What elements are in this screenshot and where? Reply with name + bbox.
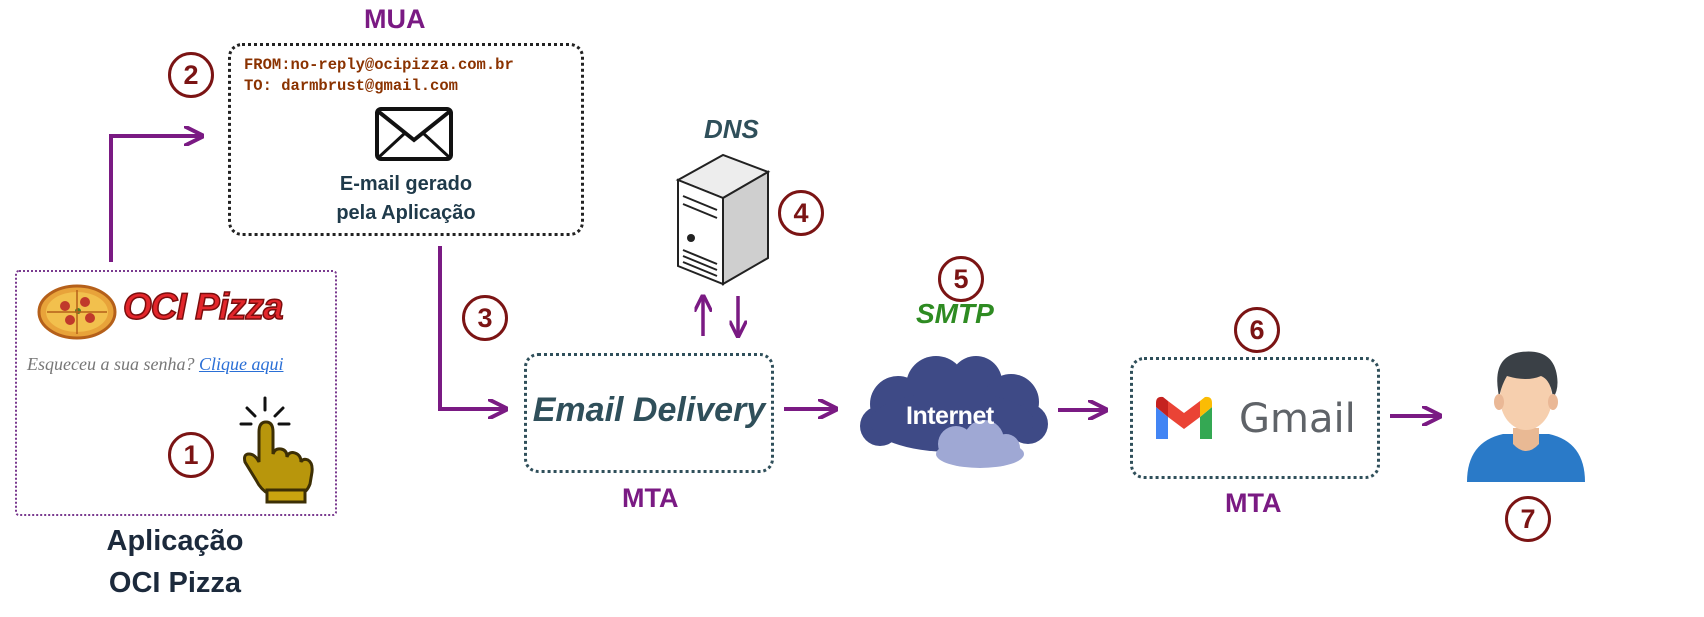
hand-pointer-icon: [239, 396, 314, 504]
step-7-badge: 7: [1505, 496, 1551, 542]
arrow-app-to-mua: [109, 136, 202, 262]
app-caption-line1: Aplicação: [106, 525, 244, 557]
gmail-logo-icon: [1156, 396, 1212, 439]
to-line: TO: darmbrust@gmail.com: [244, 77, 458, 95]
server-icon: [675, 153, 771, 286]
internet-label: Internet: [906, 402, 994, 430]
smtp-label: SMTP: [916, 298, 994, 329]
email-delivery-box: Email Delivery: [524, 353, 774, 473]
from-label: FROM:: [244, 56, 291, 74]
step-2-badge: 2: [168, 52, 214, 98]
step-6-badge: 6: [1234, 307, 1280, 353]
app-caption: Aplicação OCI Pizza: [60, 520, 290, 604]
step-5-badge: 5: [938, 256, 984, 302]
mua-box: FROM:no-reply@ocipizza.com.br TO: darmbr…: [228, 43, 584, 236]
email-delivery-label: Email Delivery: [532, 391, 766, 429]
step-3-badge: 3: [462, 295, 508, 341]
gmail-box: Gmail: [1130, 357, 1380, 479]
forgot-password-link[interactable]: Clique aqui: [198, 354, 284, 374]
app-box: OCI Pizza Esqueceu a sua senha? Clique a…: [15, 270, 337, 516]
mua-caption: E-mail gerado pela Aplicação: [231, 170, 581, 228]
step-1-badge: 1: [168, 432, 214, 478]
arrow-mua-to-delivery: [438, 246, 506, 409]
forgot-password-line: Esqueceu a sua senha? Clique aqui: [27, 354, 283, 375]
internet-cloud-icon: [860, 356, 1048, 468]
step-4-badge: 4: [778, 190, 824, 236]
gmail-caption: MTA: [1225, 488, 1282, 518]
to-value: darmbrust@gmail.com: [281, 77, 458, 95]
mua-title: MUA: [364, 4, 426, 34]
from-value: no-reply@ocipizza.com.br: [290, 56, 514, 74]
mua-caption-line1: E-mail gerado: [339, 173, 473, 195]
envelope-icon: [375, 107, 453, 161]
user-avatar-icon: [1467, 351, 1585, 482]
app-logo-text: OCI Pizza: [122, 285, 284, 328]
gmail-label: Gmail: [1239, 396, 1356, 442]
dns-label: DNS: [704, 114, 759, 144]
app-caption-line2: OCI Pizza: [108, 567, 242, 599]
forgot-password-text: Esqueceu a sua senha?: [27, 354, 195, 374]
from-line: FROM:no-reply@ocipizza.com.br: [244, 56, 514, 74]
email-delivery-caption: MTA: [622, 483, 679, 513]
pizza-icon: [37, 284, 117, 340]
to-label: TO:: [244, 77, 272, 95]
mua-caption-line2: pela Aplicação: [336, 202, 476, 224]
